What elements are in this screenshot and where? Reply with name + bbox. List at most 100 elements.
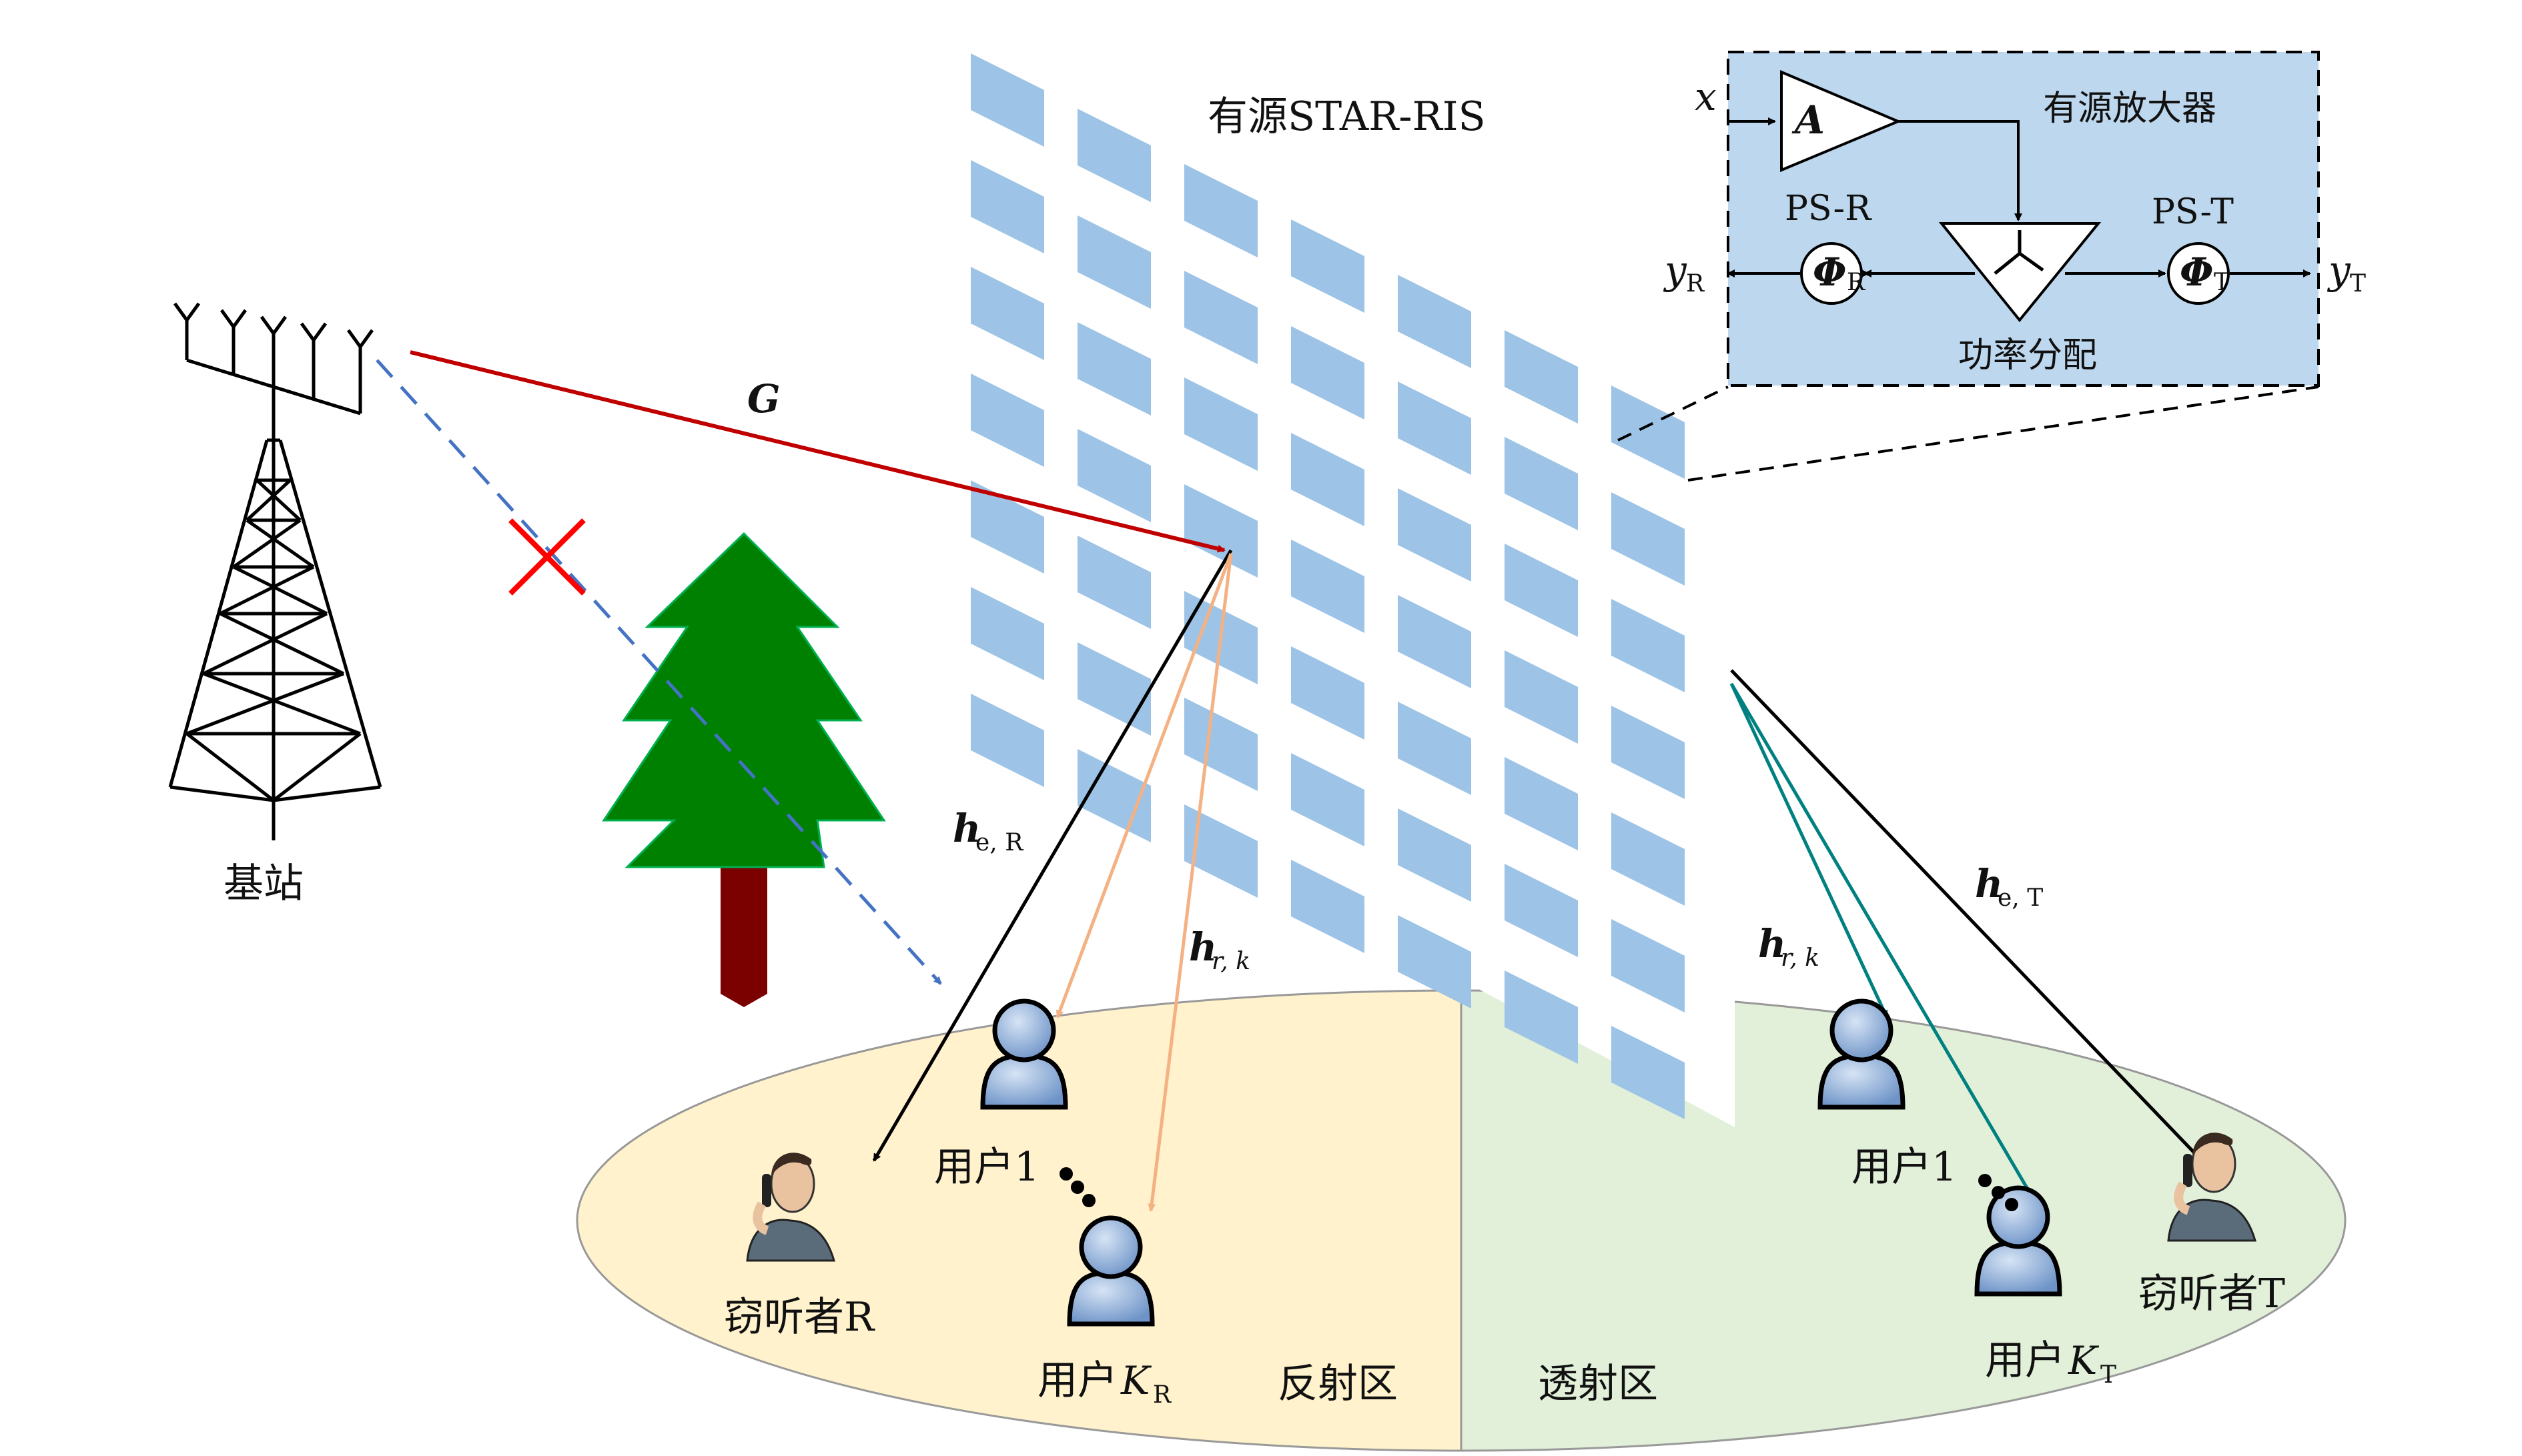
ris-tile xyxy=(971,267,1044,360)
ris-tile xyxy=(1398,275,1471,368)
ris-tile xyxy=(1611,492,1685,586)
ris-tile xyxy=(1184,804,1258,898)
blocked-x-icon xyxy=(508,518,586,596)
ris-tile xyxy=(1078,642,1151,736)
eve-t-label: 窃听者T xyxy=(2138,1271,2285,1317)
reflect-zone-label: 反射区 xyxy=(1278,1361,1398,1407)
phase-shifter-icon xyxy=(2167,242,2230,305)
ris-tile xyxy=(1398,915,1471,1008)
channel-g-link xyxy=(410,350,1226,553)
ris-tile xyxy=(1611,919,1685,1012)
ris-tile xyxy=(1184,698,1258,791)
ris-tile xyxy=(1184,484,1258,578)
ris-tile xyxy=(1078,215,1151,309)
ris-tile xyxy=(1611,599,1685,692)
user-icon xyxy=(1067,1215,1155,1327)
svg-text:h: h xyxy=(1975,861,2003,906)
link-to-eve-r xyxy=(872,549,1233,1162)
ris-tile xyxy=(1505,544,1578,637)
svg-text:e, T: e, T xyxy=(1998,884,2043,912)
svg-text:r, k: r, k xyxy=(1781,944,1819,972)
eavesdropper-icon xyxy=(2167,1133,2256,1242)
ris-tile xyxy=(1291,433,1364,526)
svg-text:K: K xyxy=(2068,1338,2100,1383)
ris-tile xyxy=(1611,386,1685,479)
coverage-ellipse xyxy=(576,989,2347,1452)
ris-tile xyxy=(971,587,1044,680)
svg-text:R: R xyxy=(1847,269,1865,296)
ris-tile xyxy=(1611,812,1685,906)
ris-tile xyxy=(1291,646,1364,740)
channel-he-r-label: h e, R xyxy=(953,806,1023,856)
user-icon xyxy=(1974,1185,2062,1297)
svg-text:K: K xyxy=(1120,1358,1152,1403)
ris-tile xyxy=(1398,808,1471,902)
ris-tile xyxy=(971,374,1044,467)
svg-text:e, R: e, R xyxy=(975,829,1023,856)
power-splitter-icon xyxy=(1938,222,2102,323)
ps-t-label: PS-T xyxy=(2152,192,2234,232)
users-ellipsis-t xyxy=(1978,1174,2018,1211)
input-x-label: x xyxy=(1695,74,1717,119)
svg-text:y: y xyxy=(1663,247,1687,293)
users-ellipsis-r xyxy=(1060,1167,1096,1207)
ps-r-label: PS-R xyxy=(1785,189,1872,229)
ris-tile xyxy=(1505,330,1578,424)
svg-text:y: y xyxy=(2327,247,2351,293)
ris-tile xyxy=(1505,864,1578,957)
ris-tile xyxy=(1078,536,1151,629)
ris-tile xyxy=(1184,378,1258,471)
amplifier-triangle-icon xyxy=(1780,69,1902,173)
ris-tile xyxy=(1291,219,1364,313)
power-split-label: 功率分配 xyxy=(1958,335,2097,376)
ris-tile xyxy=(1505,970,1578,1064)
user1-r-label: 用户1 xyxy=(934,1144,1039,1191)
ris-title: 有源STAR-RIS xyxy=(1208,93,1486,140)
userk-t-label: 用户 K T xyxy=(1985,1337,2116,1389)
ris-tile-grid xyxy=(971,53,1685,1119)
svg-text:h: h xyxy=(953,806,981,851)
base-station-label: 基站 xyxy=(224,860,304,907)
svg-text:T: T xyxy=(2214,269,2230,296)
svg-text:r, k: r, k xyxy=(1212,948,1250,975)
svg-text:R: R xyxy=(1686,270,1705,297)
user-icon xyxy=(980,998,1068,1110)
transmit-zone-label: 透射区 xyxy=(1538,1361,1658,1407)
ris-tile xyxy=(1291,753,1364,846)
ris-tile xyxy=(1184,164,1258,257)
channel-g-label: G xyxy=(747,376,781,422)
output-yr-label: y R xyxy=(1663,247,1705,297)
ris-tile xyxy=(1505,757,1578,850)
ris-tile xyxy=(1505,437,1578,530)
channel-he-t-label: h e, T xyxy=(1975,861,2043,912)
ris-tile xyxy=(1078,109,1151,202)
ris-tile xyxy=(971,53,1044,147)
ris-tile xyxy=(971,160,1044,253)
link-to-userk-r xyxy=(1148,553,1233,1212)
svg-text:T: T xyxy=(2350,270,2366,297)
ris-tile xyxy=(1184,271,1258,364)
ris-tile xyxy=(1291,540,1364,633)
svg-text:T: T xyxy=(2100,1361,2116,1389)
user1-t-label: 用户1 xyxy=(1851,1144,1957,1191)
tree-icon xyxy=(602,532,886,1007)
amplifier-label: 有源放大器 xyxy=(2043,89,2216,129)
ris-tile xyxy=(1078,322,1151,416)
active-element-detail-box: x A 有源放大器 功率分配 PS-R Φ R PS-T Φ T xyxy=(1663,51,2366,387)
tower-icon xyxy=(168,302,382,840)
user-icon xyxy=(1817,998,1906,1110)
eve-r-label: 窃听者R xyxy=(724,1294,875,1341)
ris-tile xyxy=(1291,326,1364,420)
svg-text:R: R xyxy=(1153,1381,1172,1409)
ris-tile xyxy=(1505,650,1578,744)
output-yt-label: y T xyxy=(2327,247,2366,297)
link-to-user1-t xyxy=(1729,682,1889,1018)
ris-tile xyxy=(1398,702,1471,795)
userk-r-label: 用户 K R xyxy=(1037,1357,1172,1409)
eavesdropper-icon xyxy=(746,1153,835,1262)
svg-text:Φ: Φ xyxy=(2180,249,2214,295)
svg-text:h: h xyxy=(1758,921,1786,966)
channel-hrk-r-label: h r, k xyxy=(1189,924,1250,975)
ris-tile xyxy=(1078,429,1151,522)
